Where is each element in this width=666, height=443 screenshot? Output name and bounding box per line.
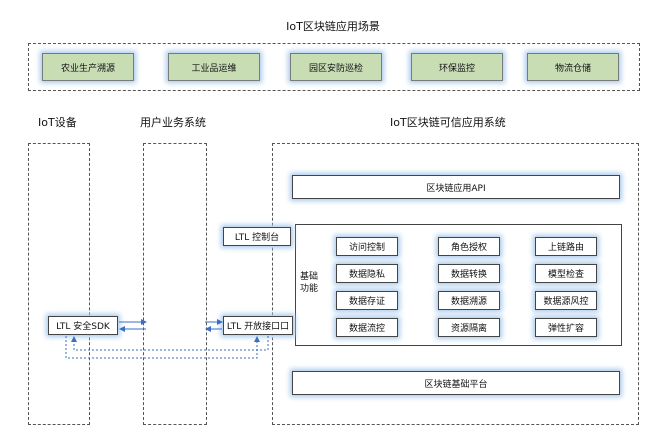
iot-device-title: IoT设备 (38, 116, 77, 129)
func-access-control: 访问控制 (336, 237, 398, 256)
func-source-risk: 数据源风控 (535, 291, 597, 310)
scene-agriculture: 农业生产溯源 (42, 53, 134, 81)
func-elastic-scaling: 弹性扩容 (535, 318, 597, 337)
user-system-title: 用户业务系统 (140, 116, 206, 129)
basic-functions-frame (295, 224, 622, 346)
func-model-check: 模型检查 (535, 264, 597, 283)
basic-functions-label: 基础 功能 (300, 272, 319, 294)
ltl-sdk-box: LTL 安全SDK (48, 316, 118, 335)
dashed-loop-inner (71, 336, 269, 351)
func-data-trace: 数据溯源 (438, 291, 500, 310)
ltl-console-box: LTL 控制台 (223, 227, 291, 246)
blockchain-platform-box: 区块链基础平台 (292, 371, 620, 395)
func-resource-isolation: 资源隔离 (438, 318, 500, 337)
user-system-column (143, 143, 207, 425)
scene-environment: 环保监控 (411, 53, 503, 81)
scenes-title: IoT区块链应用场景 (286, 20, 380, 33)
trusted-system-column (272, 143, 639, 425)
iot-device-column (28, 143, 90, 425)
blockchain-api-box: 区块链应用API (292, 175, 620, 199)
func-role-auth: 角色授权 (438, 237, 500, 256)
func-flow-control: 数据流控 (336, 318, 398, 337)
trusted-system-title: IoT区块链可信应用系统 (390, 116, 506, 129)
scene-park-security: 园区安防巡检 (290, 53, 382, 81)
func-data-notary: 数据存证 (336, 291, 398, 310)
scene-industrial: 工业品运维 (168, 53, 260, 81)
scenes-container (28, 43, 640, 91)
dashed-loop-outer (65, 336, 260, 359)
scene-logistics: 物流仓储 (527, 53, 619, 81)
func-data-privacy: 数据隐私 (336, 264, 398, 283)
ltl-open-api-box: LTL 开放接口口 (223, 316, 293, 335)
func-chain-routing: 上链路由 (535, 237, 597, 256)
func-data-convert: 数据转换 (438, 264, 500, 283)
